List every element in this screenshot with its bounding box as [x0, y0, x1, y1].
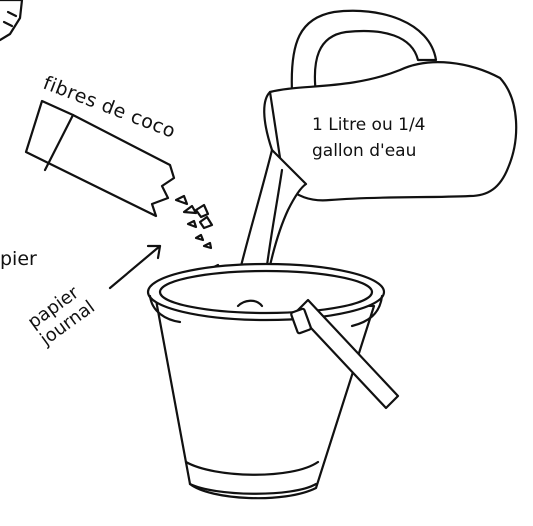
water-amount-label: 1 Litre ou 1/4 gallon d'eau [312, 112, 426, 164]
water-amount-line2: gallon d'eau [312, 138, 426, 164]
partial-object-top-left [0, 0, 22, 40]
water-amount-line1: 1 Litre ou 1/4 [312, 112, 426, 138]
bucket [148, 264, 398, 498]
water-pitcher [264, 11, 516, 201]
newspaper-arrow [110, 246, 160, 288]
paper-label-cut: pier [0, 248, 37, 270]
